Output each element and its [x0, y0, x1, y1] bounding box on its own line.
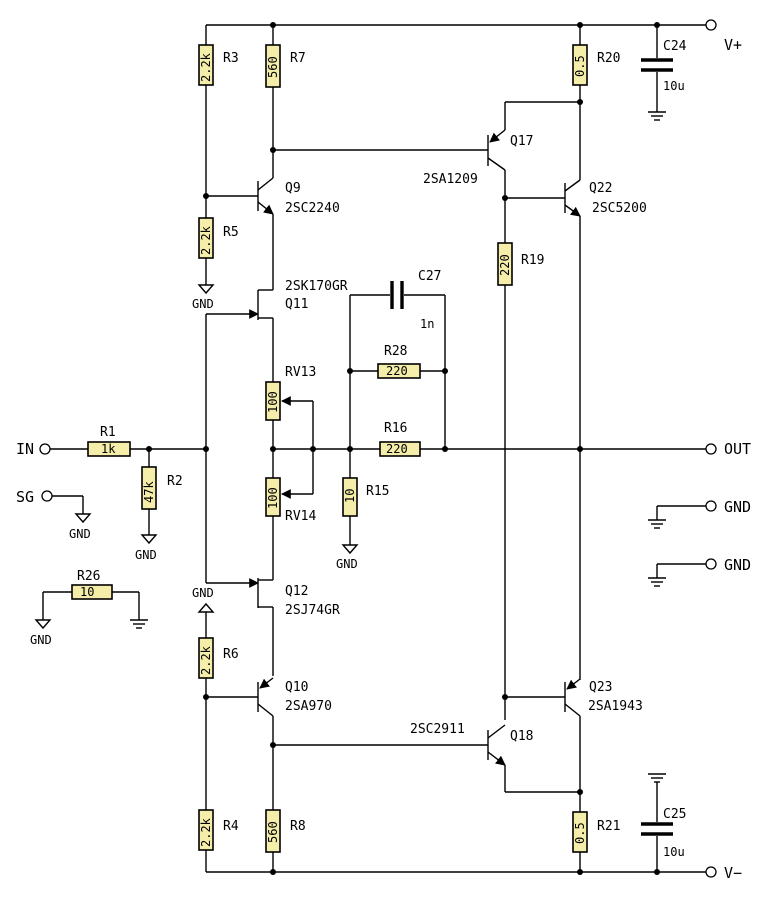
in-label: IN	[16, 440, 34, 458]
q12-name: Q12	[285, 584, 308, 599]
c24-value: 10u	[663, 79, 685, 93]
r15-value: 10	[343, 489, 357, 503]
gnd-label-2: GND	[724, 556, 751, 574]
r2-value: 47k	[142, 481, 156, 503]
q18-part: 2SC2911	[410, 722, 465, 737]
r26-value: 10	[80, 585, 94, 599]
r20-value: 0.5	[573, 55, 587, 77]
q10-part: 2SA970	[285, 699, 332, 714]
r26-name: R26	[77, 569, 100, 584]
output-terminals	[648, 19, 717, 878]
q22-name: Q22	[589, 181, 612, 196]
gnd-symbol	[341, 544, 359, 555]
r16-value: 220	[386, 442, 408, 456]
r16-name: R16	[384, 421, 407, 436]
vplus-label: V+	[724, 36, 742, 54]
q11-part: 2SK170GR	[285, 279, 348, 294]
r20-name: R20	[597, 51, 620, 66]
r8-value: 560	[266, 821, 280, 843]
r21-value: 0.5	[573, 822, 587, 844]
r4-value: 2.2k	[199, 817, 213, 847]
r15-name: R15	[366, 484, 389, 499]
c27-value: 1n	[420, 317, 434, 331]
power-rails	[206, 24, 706, 873]
out-terminal[interactable]	[705, 443, 717, 455]
gnd-label: GND	[30, 633, 52, 647]
output-stage	[487, 25, 588, 872]
r7-name: R7	[290, 51, 306, 66]
c27-name: C27	[418, 269, 441, 284]
gnd-symbol	[34, 619, 52, 630]
gnd-label: GND	[336, 557, 358, 571]
r2-name: R2	[167, 474, 183, 489]
vminus-label: V−	[724, 864, 742, 882]
q12-part: 2SJ74GR	[285, 603, 340, 618]
q23-part: 2SA1943	[588, 699, 643, 714]
q10-name: Q10	[285, 680, 308, 695]
vplus-terminal[interactable]	[705, 19, 717, 31]
r5-name: R5	[223, 225, 239, 240]
rv14-name: RV14	[285, 509, 316, 524]
gnd-terminal-2[interactable]	[705, 558, 717, 570]
q22-part: 2SC5200	[592, 201, 647, 216]
gnd-label: GND	[192, 586, 214, 600]
q11-name: Q11	[285, 297, 308, 312]
r8-name: R8	[290, 819, 306, 834]
sg-label: SG	[16, 488, 34, 506]
r4-name: R4	[223, 819, 239, 834]
q17-name: Q17	[510, 134, 533, 149]
r5-value: 2.2k	[199, 225, 213, 255]
r6-value: 2.2k	[199, 645, 213, 675]
rv13-value: 100	[266, 391, 280, 413]
r6-name: R6	[223, 647, 239, 662]
bias-network	[197, 25, 488, 872]
r1-name: R1	[100, 425, 116, 440]
rv14-value: 100	[266, 487, 280, 509]
r1-value: 1k	[101, 442, 116, 456]
c24-name: C24	[663, 39, 687, 54]
input-section	[34, 441, 209, 630]
in-terminal[interactable]	[39, 443, 51, 455]
gnd-symbol	[74, 513, 92, 524]
q9-part: 2SC2240	[285, 201, 340, 216]
vminus-terminal[interactable]	[705, 866, 717, 878]
gnd-symbol	[140, 534, 158, 545]
r3-name: R3	[223, 51, 239, 66]
q17-part: 2SA1209	[423, 172, 478, 187]
c25-name: C25	[663, 807, 686, 822]
r28-name: R28	[384, 344, 407, 359]
r7-value: 560	[266, 56, 280, 78]
gnd-label: GND	[69, 527, 91, 541]
feedback-network	[341, 281, 706, 555]
r21-name: R21	[597, 819, 620, 834]
labels: IN SG V+ OUT V− GND GND GND GND GND GND …	[16, 36, 751, 882]
gnd-symbol	[197, 602, 215, 613]
gnd-terminal-1[interactable]	[705, 500, 717, 512]
q18-name: Q18	[510, 729, 533, 744]
r28-value: 220	[386, 364, 408, 378]
c25-value: 10u	[663, 845, 685, 859]
decoupling	[270, 22, 673, 875]
q23-name: Q23	[589, 680, 612, 695]
r19-value: 220	[498, 254, 512, 276]
gnd-symbol	[197, 284, 215, 295]
gnd-label: GND	[135, 548, 157, 562]
sg-terminal[interactable]	[41, 490, 53, 502]
r3-value: 2.2k	[199, 52, 213, 82]
gnd-label: GND	[192, 297, 214, 311]
gnd-label-1: GND	[724, 498, 751, 516]
q9-name: Q9	[285, 181, 301, 196]
r19-name: R19	[521, 253, 544, 268]
out-label: OUT	[724, 440, 751, 458]
rv13-name: RV13	[285, 365, 316, 380]
